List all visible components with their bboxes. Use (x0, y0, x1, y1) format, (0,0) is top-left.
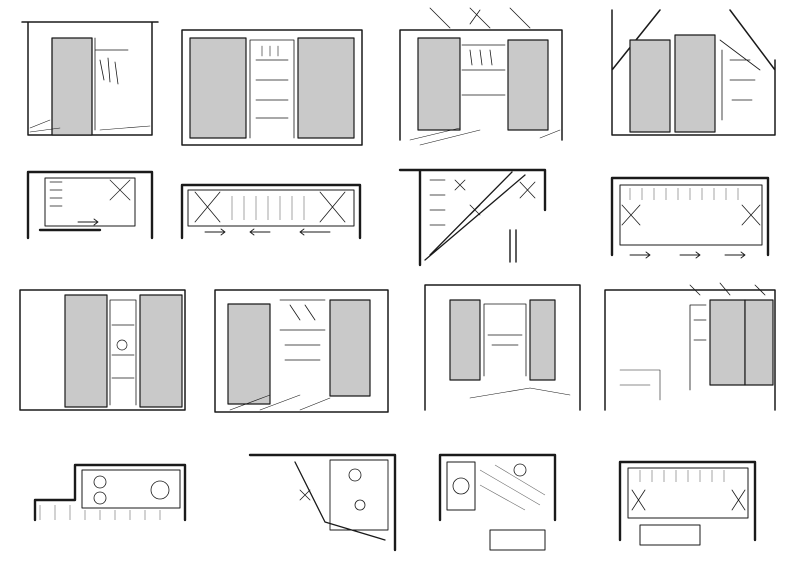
sketch-attic-closet (611, 9, 776, 136)
sketch-bathroom-alcove (424, 284, 581, 411)
plan-u-shaped-wardrobe (610, 176, 770, 259)
sketch-walk-in-corner (399, 7, 563, 146)
plan-bathroom (438, 453, 557, 551)
sketch-closet-single-door (21, 21, 159, 136)
plan-diagonal-corner (398, 168, 547, 267)
sketch-kitchen-niche (19, 289, 186, 411)
plan-small-closet (26, 170, 154, 240)
plan-long-wardrobe (180, 183, 362, 240)
plan-dressing-room (618, 460, 757, 546)
plan-kitchen-l (33, 463, 187, 522)
plan-angled-room (248, 453, 397, 552)
sketch-bedroom-closet (604, 282, 776, 411)
sketch-corner-kitchen (214, 289, 389, 413)
sketch-wardrobe-center-open (181, 29, 363, 146)
